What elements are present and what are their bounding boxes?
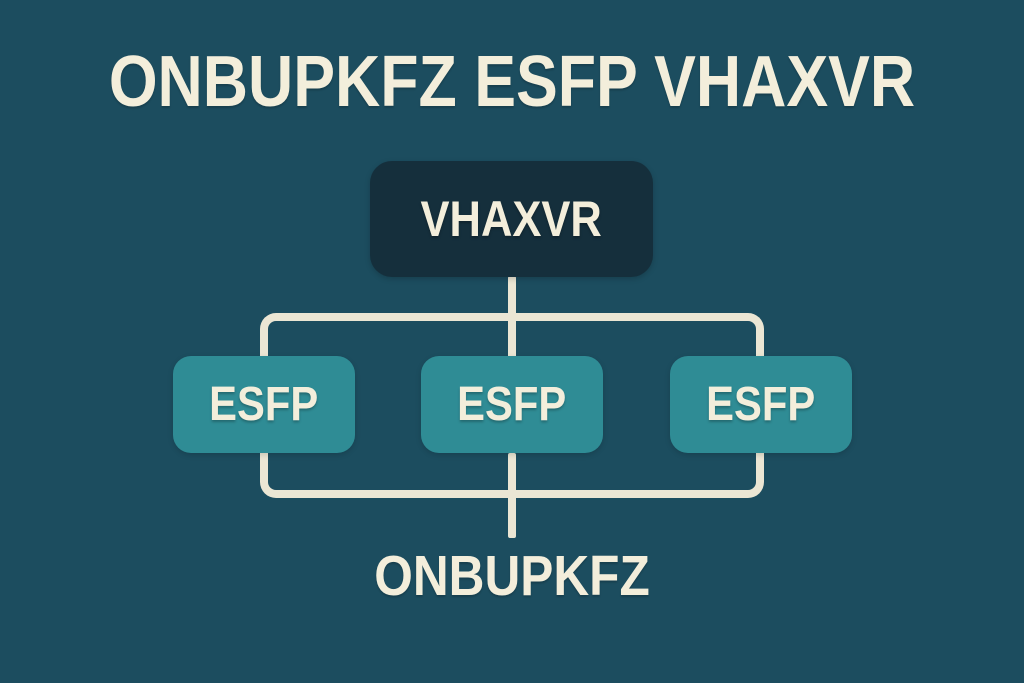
root-node-label: VHAXVR	[420, 191, 603, 247]
child-node-label: ESFP	[209, 378, 319, 431]
connector-bottom-vertical	[508, 453, 516, 538]
bottom-label: ONBUPKFZ	[374, 544, 650, 608]
root-node: VHAXVR	[370, 161, 653, 277]
diagram-title: ONBUPKFZ ESFP VHAXVR	[108, 42, 916, 122]
child-node: ESFP	[421, 356, 603, 453]
child-node-label: ESFP	[706, 378, 816, 431]
child-node-label: ESFP	[457, 378, 567, 431]
child-node: ESFP	[670, 356, 852, 453]
connector-top-bracket	[260, 313, 764, 358]
child-node: ESFP	[173, 356, 355, 453]
